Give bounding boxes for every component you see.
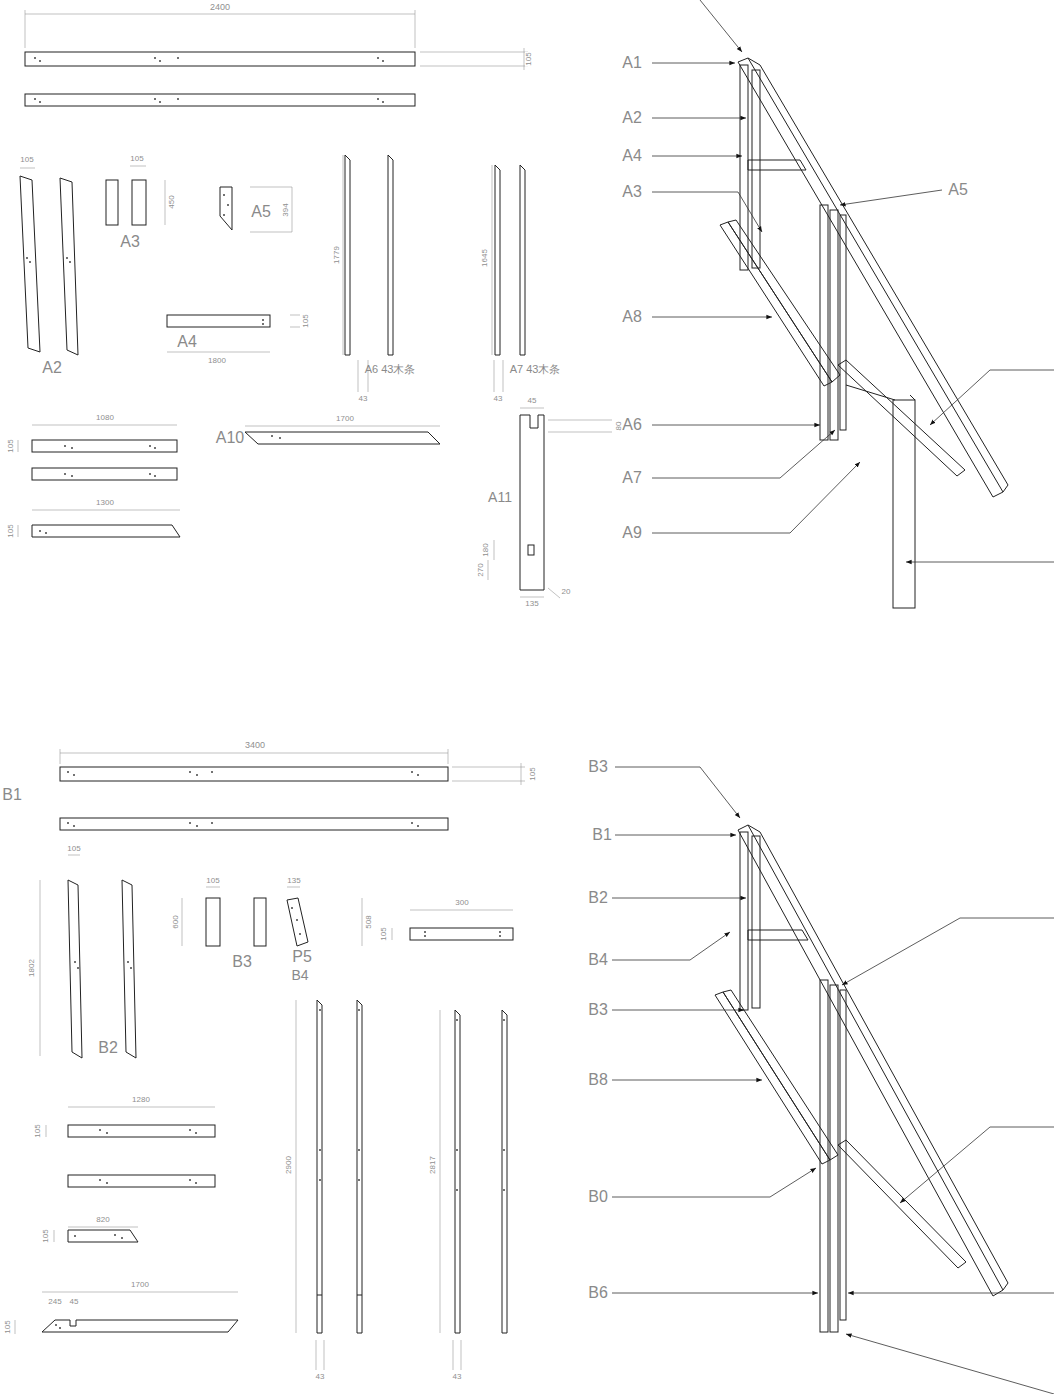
dimension-text: 180 [482, 542, 490, 557]
dimension-text: 1779 [333, 245, 341, 265]
dimension-text: 3400 [244, 741, 266, 750]
dimension-text: 394 [282, 202, 290, 217]
dimension-text: 245 [47, 1298, 62, 1306]
dimension-text: 270 [477, 562, 485, 577]
part-label: A3 [120, 234, 140, 250]
dimension-text: 20 [561, 588, 572, 596]
dimension-text: 45 [527, 397, 538, 405]
part-label: B2 [98, 1040, 118, 1056]
part-label: A4 [622, 148, 642, 164]
dimension-text: 105 [7, 523, 15, 538]
part-label: B3 [232, 954, 252, 970]
dimension-text: 43 [358, 395, 369, 403]
dimension-text: 80 [615, 421, 623, 432]
dimension-text: 105 [42, 1228, 50, 1243]
part-label: B1 [592, 827, 612, 843]
part-label: P5 [292, 949, 312, 965]
dimension-text: 105 [19, 156, 34, 164]
dimension-text: 600 [172, 914, 180, 929]
dimension-text: 300 [454, 899, 469, 907]
part-label: A2 [42, 360, 62, 376]
dimension-text: 450 [168, 194, 176, 209]
dimension-text: 45 [69, 1298, 80, 1306]
dimension-text: 2817 [429, 1155, 437, 1175]
dimension-text: 105 [4, 1319, 12, 1334]
dimension-text: 508 [365, 914, 373, 929]
dimension-text: 105 [525, 51, 533, 66]
part-label: A5 [251, 204, 271, 220]
dimension-text: 105 [7, 438, 15, 453]
part-label: B0 [588, 1189, 608, 1205]
dimension-text: 1800 [207, 357, 227, 365]
dimension-text: 1700 [335, 415, 355, 423]
part-label: A7 [622, 470, 642, 486]
part-note: A7 43木条 [510, 364, 561, 375]
part-label: A3 [622, 184, 642, 200]
dimension-text: 105 [529, 766, 537, 781]
part-note: A6 43木条 [365, 364, 416, 375]
part-label: A8 [622, 309, 642, 325]
part-label: B8 [588, 1072, 608, 1088]
part-label: A9 [622, 525, 642, 541]
part-label: B3 [588, 759, 608, 775]
dimension-text: 2400 [209, 3, 231, 12]
dimension-text: 1080 [95, 414, 115, 422]
dimension-text: 135 [286, 877, 301, 885]
part-label: B2 [588, 890, 608, 906]
part-label: B1 [2, 787, 22, 803]
dimension-text: 43 [493, 395, 504, 403]
part-label: A10 [216, 430, 244, 446]
dimension-text: 43 [315, 1373, 326, 1381]
dimension-text: 135 [524, 600, 539, 608]
dimension-text: 820 [95, 1216, 110, 1224]
part-label: B3 [588, 1002, 608, 1018]
dimension-text: 1802 [28, 958, 36, 978]
dimension-text: 2900 [285, 1155, 293, 1175]
dimension-text: 105 [380, 926, 388, 941]
part-label: A5 [948, 182, 968, 198]
dimension-text: 105 [129, 155, 144, 163]
part-label: A1 [622, 55, 642, 71]
dimension-text: 105 [34, 1123, 42, 1138]
dimension-text: 1280 [131, 1096, 151, 1104]
dimension-text: 1700 [130, 1281, 150, 1289]
dimension-text: 1645 [481, 248, 489, 268]
dimension-text: 105 [205, 877, 220, 885]
dimension-text: 105 [302, 313, 310, 328]
part-label: A4 [177, 334, 197, 350]
part-label: B4 [291, 968, 308, 982]
part-label: A2 [622, 110, 642, 126]
dimension-text: 1300 [95, 499, 115, 507]
dimension-text: 43 [452, 1373, 463, 1381]
part-label: B4 [588, 952, 608, 968]
part-label: B6 [588, 1285, 608, 1301]
part-label: A11 [488, 490, 512, 504]
part-label: A6 [622, 417, 642, 433]
dimension-text: 105 [66, 845, 81, 853]
